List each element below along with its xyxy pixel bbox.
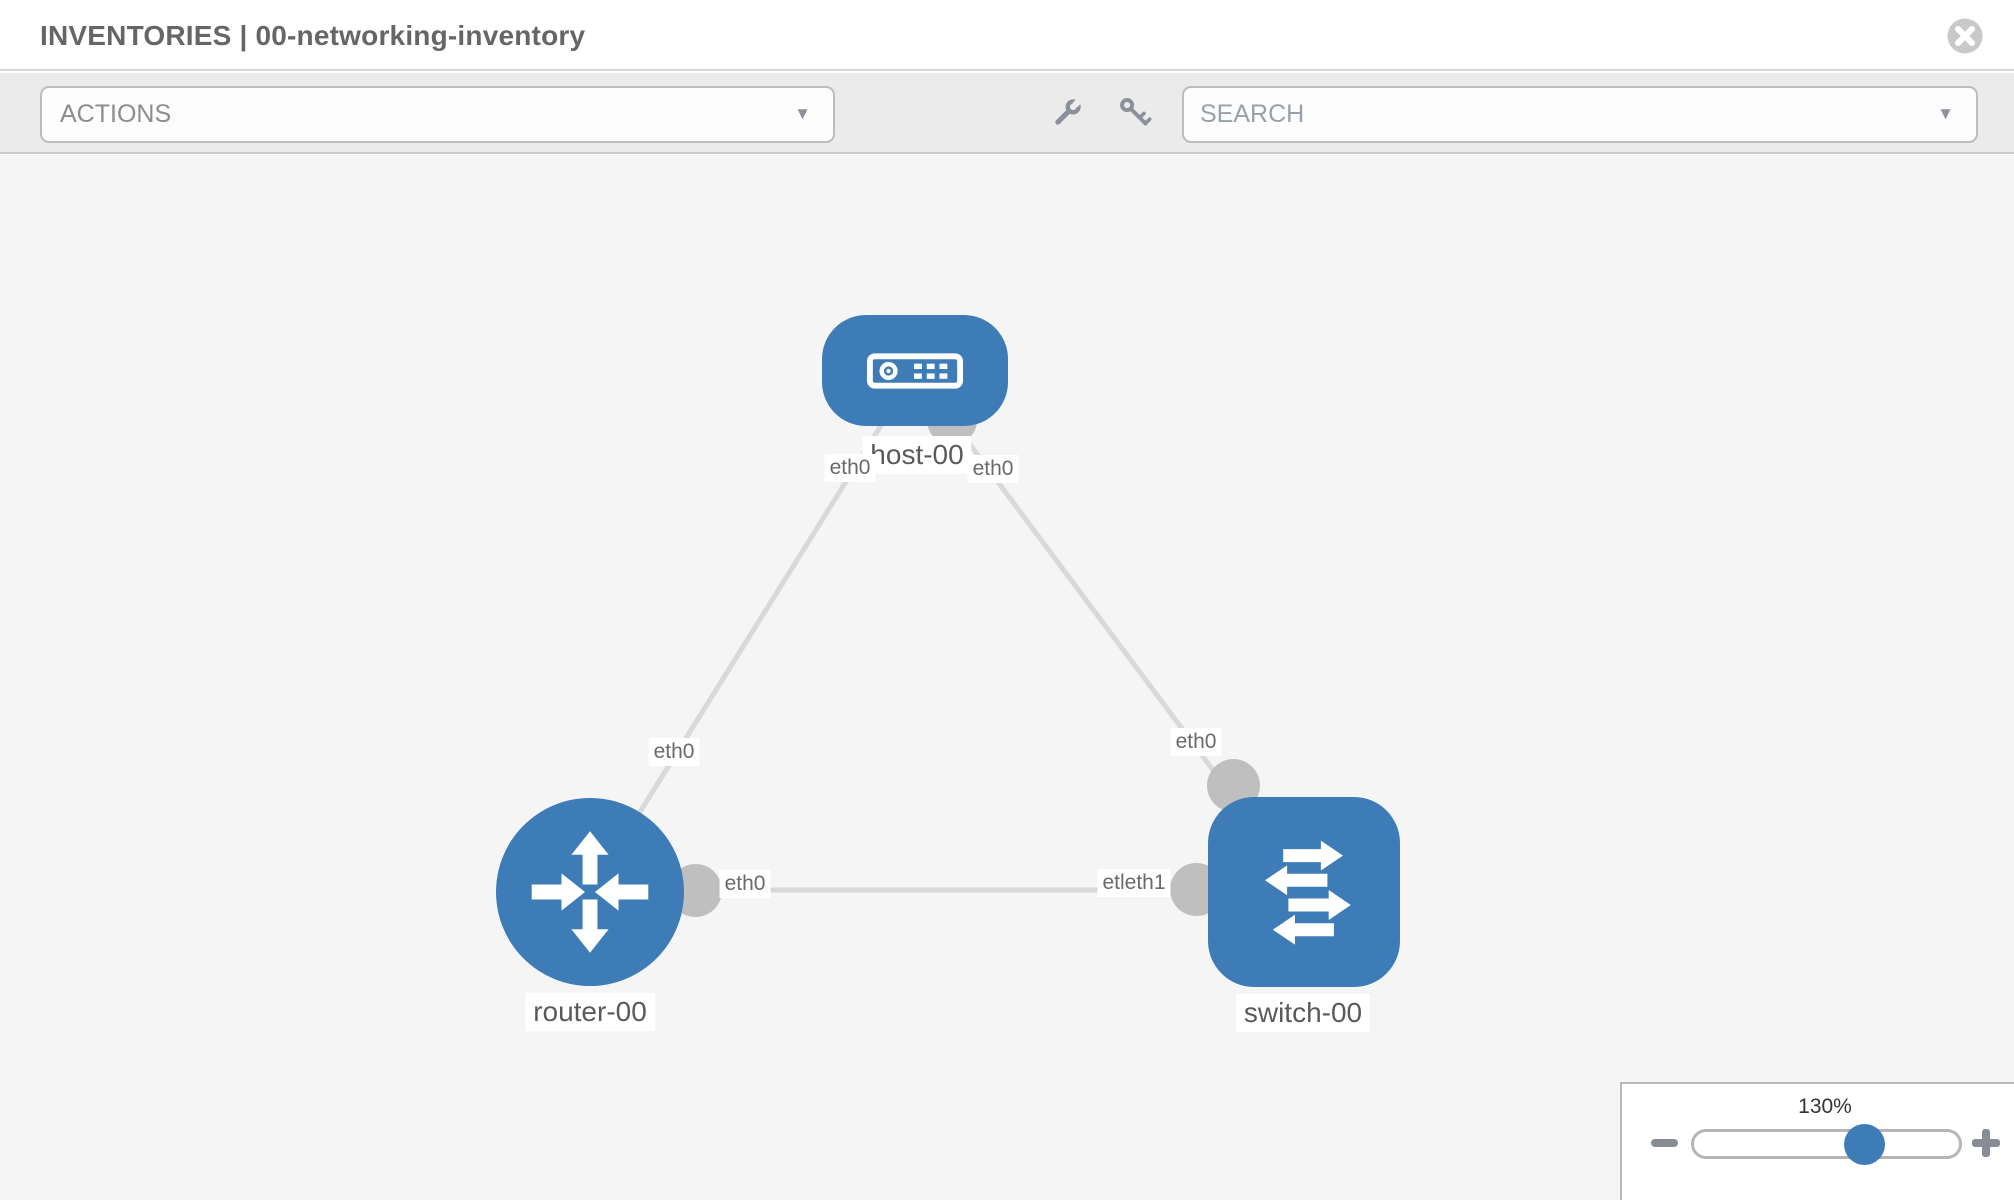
zoom-out-minus-icon[interactable] bbox=[1651, 1139, 1678, 1147]
host-server-icon bbox=[866, 352, 964, 389]
actions-dropdown[interactable]: ACTIONS ▼ bbox=[40, 86, 835, 143]
toolbar: ACTIONS ▼ ▼ bbox=[0, 73, 2014, 154]
page-title: INVENTORIES | 00-networking-inventory bbox=[40, 20, 586, 51]
key-icon[interactable] bbox=[1117, 95, 1153, 131]
search-dropdown[interactable]: ▼ bbox=[1182, 86, 1978, 143]
interface-label-host-eth0-left: eth0 bbox=[824, 454, 876, 482]
interface-label-router-eth0-uplink: eth0 bbox=[648, 738, 700, 766]
header: INVENTORIES | 00-networking-inventory bbox=[0, 0, 2014, 71]
chevron-down-icon: ▼ bbox=[1937, 103, 1954, 123]
topology-canvas[interactable]: host-00 router-00 switch-00 eth0 eth0 et… bbox=[0, 155, 2014, 1200]
node-host-00[interactable] bbox=[822, 315, 1008, 426]
configure-wrench-icon[interactable] bbox=[1049, 95, 1085, 131]
search-input[interactable] bbox=[1200, 100, 1880, 129]
node-label-host-00: host-00 bbox=[862, 436, 972, 474]
chevron-down-icon: ▼ bbox=[794, 103, 811, 123]
actions-dropdown-label: ACTIONS bbox=[60, 100, 172, 128]
interface-label-router-eth0: eth0 bbox=[719, 870, 771, 898]
zoom-slider-track[interactable] bbox=[1691, 1129, 1962, 1159]
interface-label-host-eth0-right: eth0 bbox=[967, 455, 1019, 483]
node-router-00[interactable] bbox=[496, 798, 684, 986]
node-switch-00[interactable] bbox=[1208, 797, 1400, 987]
close-icon[interactable] bbox=[1946, 17, 1984, 55]
node-label-router-00: router-00 bbox=[525, 993, 655, 1031]
zoom-control-panel: 130% bbox=[1620, 1082, 2014, 1200]
zoom-slider-thumb[interactable] bbox=[1844, 1124, 1885, 1165]
interface-label-switch-eth1: etleth1 bbox=[1097, 869, 1171, 897]
topology-edges bbox=[587, 369, 1307, 894]
zoom-in-plus-icon[interactable] bbox=[1972, 1129, 2000, 1157]
switch-arrows-icon bbox=[1265, 840, 1351, 945]
node-label-switch-00: switch-00 bbox=[1235, 994, 1371, 1032]
router-arrows-icon bbox=[531, 831, 649, 953]
interface-label-switch-eth0: eth0 bbox=[1170, 728, 1222, 756]
zoom-percent-label: 130% bbox=[1798, 1095, 1852, 1118]
